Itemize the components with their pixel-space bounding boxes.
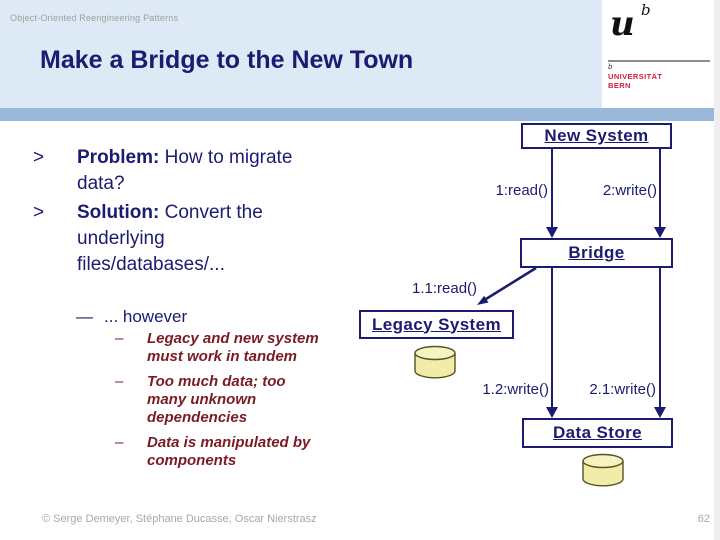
page-title: Make a Bridge to the New Town [40,46,414,74]
line-write12 [551,268,553,408]
sub-item-too-much-data: Too much data; too many unknown dependen… [147,373,286,426]
arrowhead-write21 [654,407,666,418]
bullet-solution: Solution: Convert the underlying files/d… [77,200,327,278]
page-number: 62 [697,513,710,525]
sub-bullet-marker: – [115,434,124,451]
course-title: Object-Oriented Reengineering Patterns [10,13,179,23]
sub-item-tandem: Legacy and new system must work in tande… [147,330,319,365]
footer-credits: © Serge Demeyer, Stéphane Ducasse, Oscar… [42,513,317,525]
right-edge-strip [714,0,720,540]
sub-bullet-marker: – [115,330,124,347]
list-item: – Legacy and new system must work in tan… [115,330,350,366]
message-label-write21: 2.1:write() [589,381,656,398]
however-text: ... however [104,307,188,326]
arrowhead-write12 [546,407,558,418]
message-label-write12: 1.2:write() [482,381,549,398]
node-new-system: New System [521,123,672,149]
node-legacy-system: Legacy System [359,310,514,339]
sub-item-components: Data is manipulated by components [147,434,311,469]
diagonal-arrow-read11 [477,266,537,305]
bullet-solution-rest: Convert the underlying files/databases/.… [77,202,263,275]
message-label-read1: 1:read() [495,182,548,199]
bullet-marker: > [33,147,45,168]
accent-bar [0,108,714,121]
legacy-database-icon [414,345,456,379]
datastore-database-icon [582,453,624,487]
logo-small-b: b [608,63,613,71]
bullet-problem-rest: How to migrate data? [77,147,293,194]
sub-bullet-marker: – [115,373,124,390]
message-label-write2: 2:write() [602,182,657,199]
logo-b-superscript: b [641,1,651,19]
however-sub-list: – Legacy and new system must work in tan… [115,330,350,477]
list-item: – Data is manipulated by components [115,434,350,470]
line-write2 [659,149,661,228]
bullet-solution-lead: Solution: [77,202,160,223]
line-read1 [551,149,553,228]
logo-divider [608,60,710,62]
dash-bullet-marker: — [76,307,93,326]
node-bridge: Bridge [520,238,673,268]
logo-university-label: UNIVERSITÄT [608,72,663,81]
logo-bern-label: BERN [608,81,631,90]
bullet-problem: Problem: How to migrate data? [77,145,327,197]
list-item: – Too much data; too many unknown depend… [115,373,350,427]
bullet-problem-lead: Problem: [77,147,160,168]
line-write21 [659,268,661,408]
header-band [0,0,720,108]
university-logo: u b b UNIVERSITÄT BERN [602,0,714,108]
bullet-marker: > [33,202,45,223]
arrowhead-write2 [654,227,666,238]
node-data-store: Data Store [522,418,673,448]
message-label-read11: 1.1:read() [412,280,478,297]
arrowhead-read1 [546,227,558,238]
logo-u-glyph: u [610,4,635,44]
